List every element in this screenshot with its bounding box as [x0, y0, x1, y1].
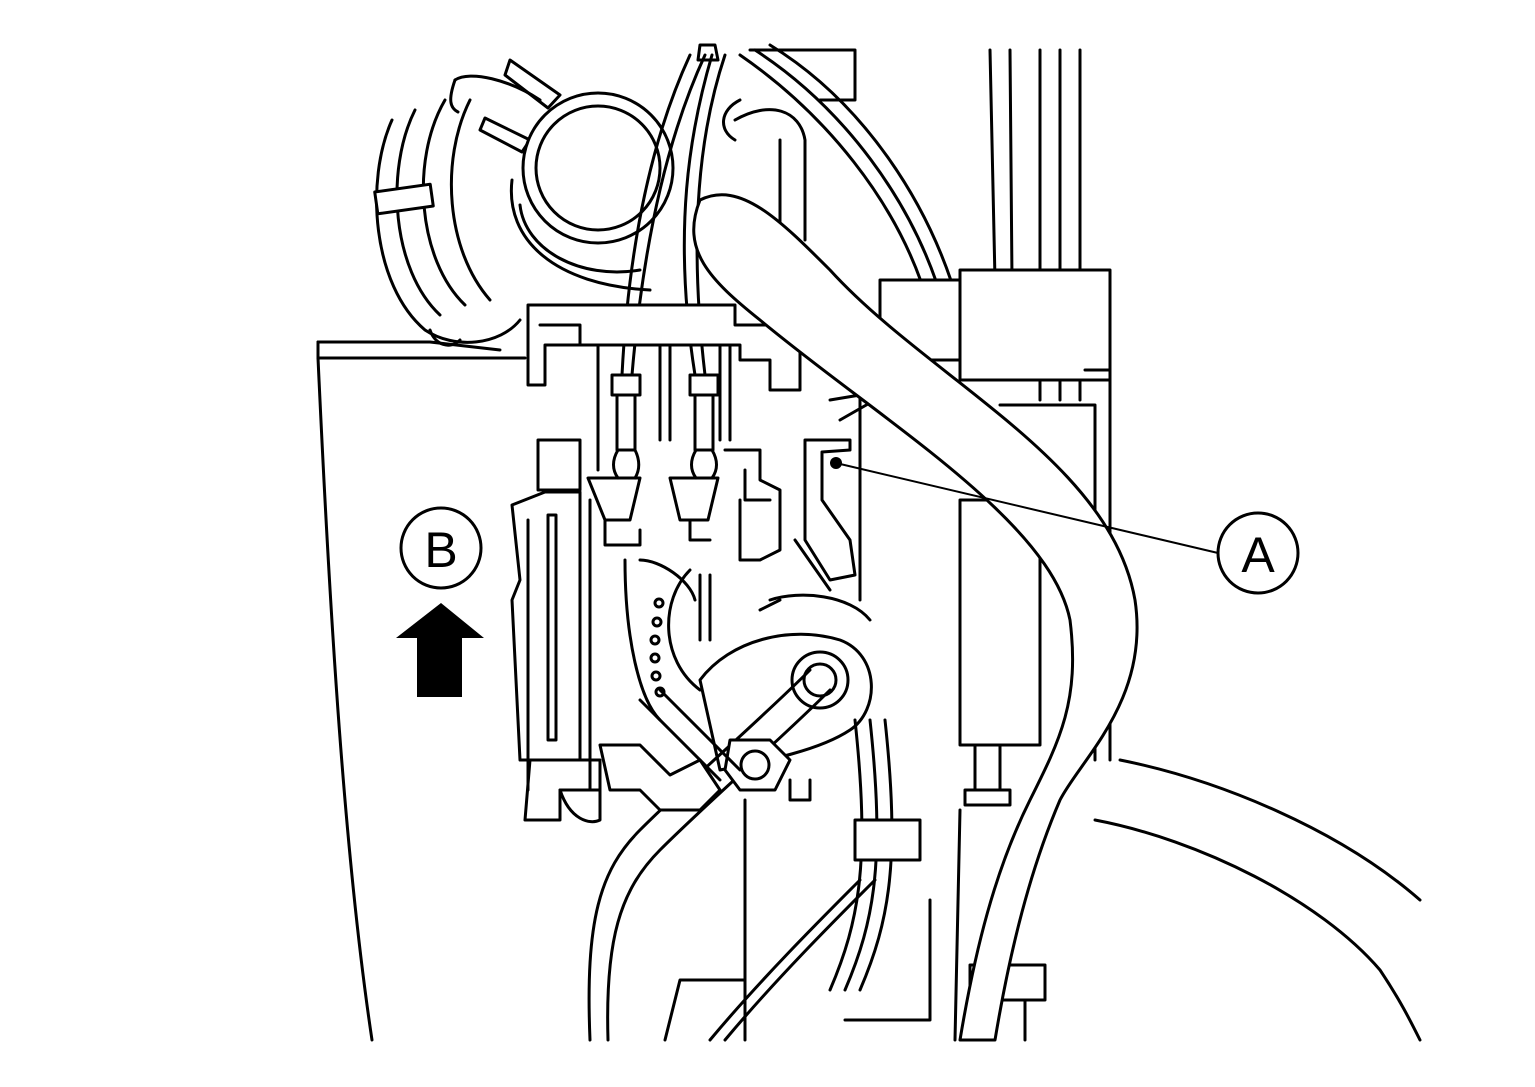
pivot-joint [698, 593, 873, 772]
link-rod [587, 668, 832, 1042]
callout-a: A [830, 457, 1300, 595]
connector-terminals [586, 373, 782, 562]
direction-arrow-up-icon [396, 603, 484, 697]
callout-a-label: A [1241, 527, 1275, 583]
callout-a-circle [1216, 511, 1300, 595]
wire-harness [692, 193, 1422, 1042]
door-panel [316, 340, 527, 1042]
actuator-body [510, 303, 802, 824]
lock-cylinder-housing [373, 58, 675, 347]
callout-b-circle [399, 506, 483, 590]
callout-b-label: B [424, 522, 457, 578]
lower-rods [663, 718, 932, 1042]
callout-a-leader [835, 462, 1219, 554]
callout-b: B [396, 506, 484, 697]
callout-a-anchor-dot [830, 457, 842, 469]
rod-guide-bracket [793, 393, 877, 602]
door-cable [738, 43, 962, 312]
